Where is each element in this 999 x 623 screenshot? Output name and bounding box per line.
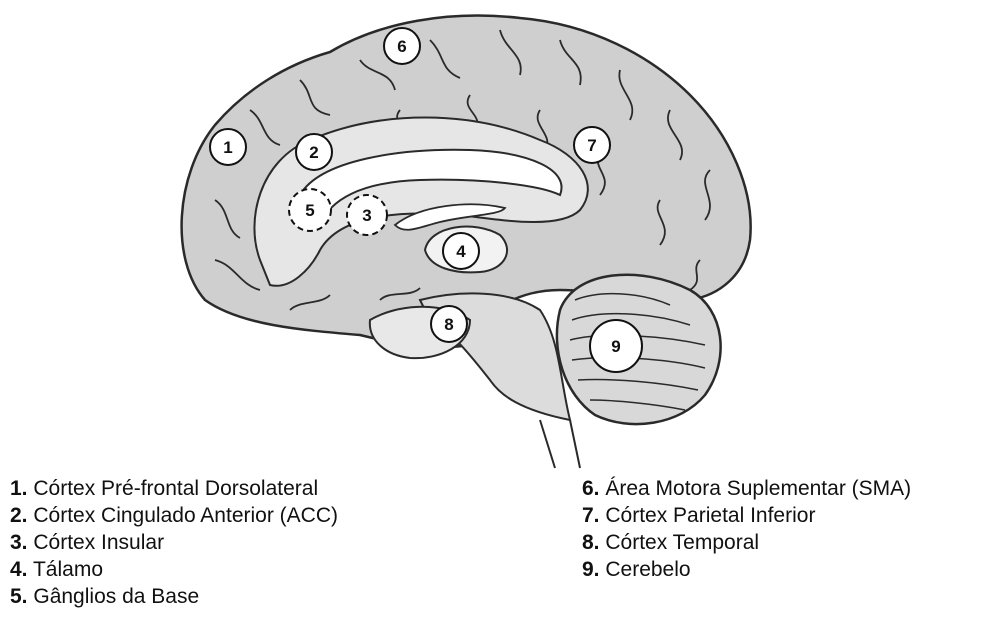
marker-1: 1 bbox=[210, 129, 246, 165]
svg-text:4: 4 bbox=[456, 242, 466, 261]
legend-item: 7. Córtex Parietal Inferior bbox=[582, 502, 911, 529]
legend-number: 5. bbox=[10, 585, 28, 608]
legend-label: Córtex Parietal Inferior bbox=[605, 504, 815, 527]
marker-5: 5 bbox=[289, 189, 331, 231]
svg-text:8: 8 bbox=[444, 315, 453, 334]
legend-item: 1. Córtex Pré-frontal Dorsolateral bbox=[10, 475, 338, 502]
marker-7: 7 bbox=[574, 127, 610, 163]
svg-text:1: 1 bbox=[223, 138, 232, 157]
spinal-cord bbox=[540, 420, 580, 468]
marker-6: 6 bbox=[384, 28, 420, 64]
legend-number: 9. bbox=[582, 558, 600, 581]
legend-label: Cerebelo bbox=[605, 558, 690, 581]
legend-label: Córtex Cingulado Anterior (ACC) bbox=[33, 504, 338, 527]
legend-label: Córtex Temporal bbox=[605, 531, 759, 554]
legend-left: 1. Córtex Pré-frontal Dorsolateral 2. Có… bbox=[10, 475, 338, 610]
svg-text:2: 2 bbox=[309, 143, 318, 162]
legend-item: 4. Tálamo bbox=[10, 556, 338, 583]
legend-item: 2. Córtex Cingulado Anterior (ACC) bbox=[10, 502, 338, 529]
marker-3: 3 bbox=[347, 195, 387, 235]
svg-text:6: 6 bbox=[397, 37, 406, 56]
legend-number: 2. bbox=[10, 504, 28, 527]
svg-text:7: 7 bbox=[587, 136, 596, 155]
brain-diagram: 1 2 3 4 5 6 7 8 9 bbox=[0, 0, 999, 470]
legend-item: 3. Córtex Insular bbox=[10, 529, 338, 556]
legend-item: 5. Gânglios da Base bbox=[10, 583, 338, 610]
legend-number: 4. bbox=[10, 558, 28, 581]
legend-number: 7. bbox=[582, 504, 600, 527]
legend-number: 1. bbox=[10, 477, 28, 500]
svg-text:9: 9 bbox=[611, 337, 620, 356]
svg-text:3: 3 bbox=[362, 206, 371, 225]
legend-number: 6. bbox=[582, 477, 600, 500]
marker-2: 2 bbox=[296, 134, 332, 170]
legend-number: 3. bbox=[10, 531, 28, 554]
legend-label: Tálamo bbox=[33, 558, 103, 581]
legend-item: 6. Área Motora Suplementar (SMA) bbox=[582, 475, 911, 502]
legend-number: 8. bbox=[582, 531, 600, 554]
legend-label: Área Motora Suplementar (SMA) bbox=[605, 477, 911, 500]
svg-text:5: 5 bbox=[305, 201, 314, 220]
legend-label: Córtex Insular bbox=[33, 531, 164, 554]
marker-9: 9 bbox=[590, 320, 642, 372]
marker-4: 4 bbox=[443, 233, 479, 269]
legend-label: Córtex Pré-frontal Dorsolateral bbox=[33, 477, 318, 500]
legend-right: 6. Área Motora Suplementar (SMA) 7. Córt… bbox=[582, 475, 911, 583]
marker-8: 8 bbox=[431, 306, 467, 342]
legend-item: 9. Cerebelo bbox=[582, 556, 911, 583]
legend-item: 8. Córtex Temporal bbox=[582, 529, 911, 556]
legend-label: Gânglios da Base bbox=[33, 585, 199, 608]
